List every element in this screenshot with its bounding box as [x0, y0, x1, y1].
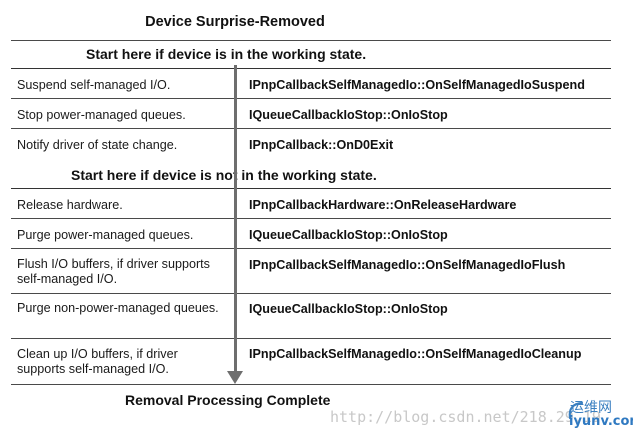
divider-section-2 [11, 188, 611, 189]
flow-arrow-shaft [234, 65, 237, 373]
row-divider [11, 338, 611, 339]
step-label: Suspend self-managed I/O. [17, 78, 171, 92]
logo-text-cn: 运维网 [570, 400, 612, 416]
callback-name: IQueueCallbackIoStop::OnIoStop [249, 302, 448, 316]
row-divider [11, 293, 611, 294]
divider-top [11, 40, 611, 41]
callback-name: IPnpCallbackSelfManagedIo::OnSelfManaged… [249, 258, 566, 272]
step-label: Purge power-managed queues. [17, 228, 194, 242]
row-divider [11, 98, 611, 99]
callback-name: IPnpCallback::OnD0Exit [249, 138, 394, 152]
diagram-title: Device Surprise-Removed [145, 14, 325, 30]
callback-name: IPnpCallbackSelfManagedIo::OnSelfManaged… [249, 347, 582, 361]
site-logo-icon [568, 401, 584, 420]
step-label: Notify driver of state change. [17, 138, 178, 152]
step-label: Purge non-power-managed queues. [17, 301, 219, 315]
divider-bottom [11, 384, 611, 385]
step-label: Clean up I/O buffers, if driver supports… [17, 347, 178, 376]
row-divider [11, 218, 611, 219]
step-label: Stop power-managed queues. [17, 108, 186, 122]
step-label: Flush I/O buffers, if driver supports se… [17, 257, 210, 286]
callback-name: IQueueCallbackIoStop::OnIoStop [249, 108, 448, 122]
callback-name: IPnpCallbackHardware::OnReleaseHardware [249, 198, 517, 212]
callback-name: IPnpCallbackSelfManagedIo::OnSelfManaged… [249, 78, 585, 92]
logo-text-en: iyunv.com [569, 414, 633, 429]
row-divider [11, 248, 611, 249]
flow-arrow-down-icon [227, 371, 243, 384]
callback-name: IQueueCallbackIoStop::OnIoStop [249, 228, 448, 242]
divider-section-1 [11, 68, 611, 69]
watermark-url: http://blog.csdn.net/218.29.19 [330, 408, 601, 426]
section-heading-not-working: Start here if device is not in the worki… [71, 167, 377, 183]
step-label: Release hardware. [17, 198, 123, 212]
section-heading-working: Start here if device is in the working s… [86, 46, 367, 62]
completion-label: Removal Processing Complete [125, 392, 331, 408]
row-divider [11, 128, 611, 129]
